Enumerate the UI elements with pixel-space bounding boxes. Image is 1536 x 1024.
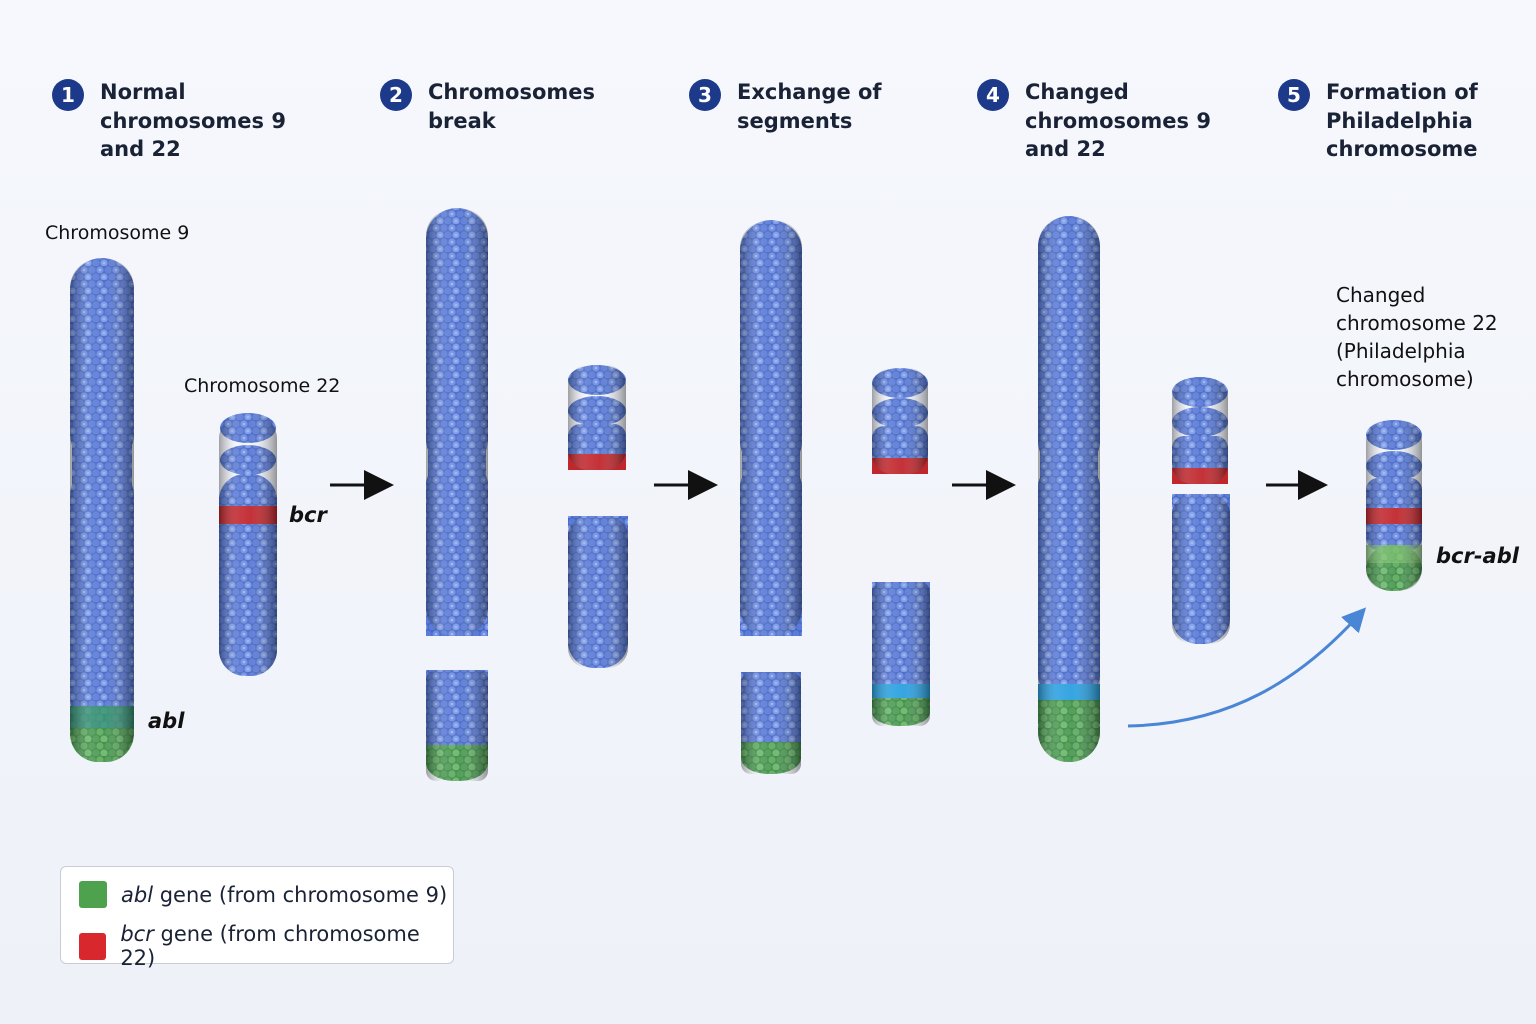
step-4-title: Changed chromosomes 9 and 22 xyxy=(1025,80,1211,161)
step-3-title: Exchange of segments xyxy=(737,80,882,133)
chromosome-22-fragment xyxy=(568,516,628,668)
changed-chromosome-22-label: Changed chromosome 22 (Philadelphia chro… xyxy=(1336,283,1498,391)
step-1-number: 1 xyxy=(52,79,84,111)
chromosome-9-label: Chromosome 9 xyxy=(45,222,190,244)
chromosome-9-fragment-abl-moving xyxy=(741,672,801,774)
abl-legend-description: gene (from chromosome 9) xyxy=(153,882,448,907)
abl-legend-swatch xyxy=(79,881,107,908)
chromosome-9-changed xyxy=(1038,216,1100,762)
abl-legend-text: abl gene (from chromosome 9) xyxy=(121,883,447,907)
bcr-legend-gene: bcr xyxy=(120,922,154,946)
step-3: 3 Exchange of segments xyxy=(689,78,882,135)
chromosome-22-fragment-joined xyxy=(872,582,930,726)
curved-arrow-to-philadelphia xyxy=(1127,607,1367,728)
chromosome-22-label: Chromosome 22 xyxy=(184,375,341,397)
step-1-title: Normal chromosomes 9 and 22 xyxy=(100,80,286,161)
chromosome-22-changed-bottom xyxy=(1172,494,1230,644)
abl-legend-gene: abl xyxy=(121,882,154,907)
step-2-number: 2 xyxy=(380,79,412,111)
bcr-legend-description: gene (from chromosome 22) xyxy=(120,922,420,970)
chromosome-9-normal xyxy=(70,258,134,762)
chromosome-9-exchange xyxy=(740,220,802,636)
step-5-number: 5 xyxy=(1278,79,1310,111)
chromosome-22-changed-top xyxy=(1172,377,1228,484)
step-2-title: Chromosomes break xyxy=(428,80,596,133)
bcr-legend-swatch xyxy=(79,932,107,960)
chromosome-22-broken-top xyxy=(568,365,626,470)
legend-row-abl: abl gene (from chromosome 9) xyxy=(79,881,447,908)
step-5-title: Formation of Philadelphia chromosome xyxy=(1326,80,1478,161)
chromosome-22-normal xyxy=(219,413,277,676)
bcr-abl-gene-label: bcr-abl xyxy=(1436,544,1519,568)
step-5: 5 Formation of Philadelphia chromosome xyxy=(1278,78,1478,164)
bcr-legend-text: bcr gene (from chromosome 22) xyxy=(120,922,453,970)
step-4: 4 Changed chromosomes 9 and 22 xyxy=(977,78,1211,164)
chromosome-9-broken xyxy=(426,208,488,636)
philadelphia-chromosome xyxy=(1366,420,1422,591)
step-1: 1 Normal chromosomes 9 and 22 xyxy=(52,78,286,164)
chromosome-22-exchange-top xyxy=(872,368,928,474)
legend-row-bcr: bcr gene (from chromosome 22) xyxy=(79,922,453,970)
chromosome-9-fragment-abl xyxy=(426,670,488,781)
bcr-gene-label: bcr xyxy=(289,503,327,527)
step-3-number: 3 xyxy=(689,79,721,111)
abl-gene-label: abl xyxy=(148,709,185,733)
legend: abl gene (from chromosome 9) bcr gene (f… xyxy=(60,866,454,970)
step-4-number: 4 xyxy=(977,79,1009,111)
step-2: 2 Chromosomes break xyxy=(380,78,595,135)
